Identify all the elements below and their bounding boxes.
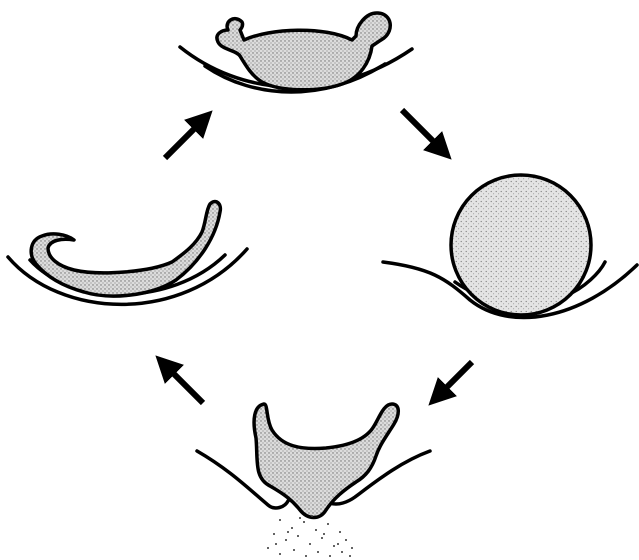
arrow-left-to-top [165, 118, 205, 158]
arrow-right-to-bottom [436, 362, 472, 398]
released-particles [267, 515, 353, 557]
right-cell-body [451, 175, 591, 315]
arrow-bottom-to-left [163, 363, 203, 403]
stage-left [8, 202, 247, 305]
stage-top [180, 13, 412, 92]
stage-bottom [197, 404, 430, 557]
bottom-cell-body [254, 404, 398, 518]
arrow-top-to-right [402, 110, 444, 152]
stage-right [383, 175, 637, 318]
left-cell-body [31, 202, 220, 296]
